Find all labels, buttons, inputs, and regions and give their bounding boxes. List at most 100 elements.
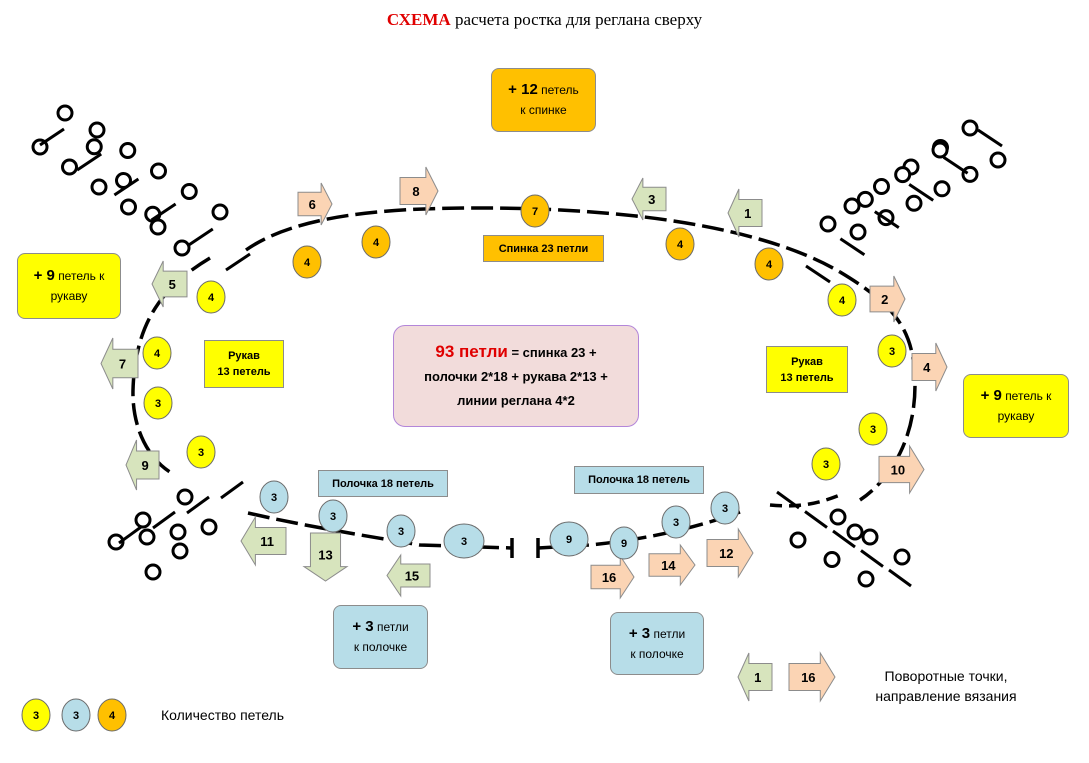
increase-right-front-text1: петли <box>653 626 686 641</box>
circle-shape <box>318 499 348 533</box>
increase-back-text2: к спинке <box>520 103 567 117</box>
increase-right-sleeve-text2: рукаву <box>997 409 1035 423</box>
arrow-shape <box>302 532 349 582</box>
legend-turning-label: Поворотные точки, направление вязания <box>858 666 1034 706</box>
circle-shape <box>811 447 841 481</box>
circle-label: 3 <box>330 511 336 523</box>
arrow-label: 2 <box>881 292 888 307</box>
arrow-shape <box>631 177 667 221</box>
label-left-sleeve-line2: 13 петель <box>217 366 271 378</box>
legend-count-label: Количество петель <box>161 707 285 723</box>
circle-label: 3 <box>73 710 79 722</box>
arrow-shape <box>727 188 763 238</box>
turning-arrow: 2 <box>869 275 906 323</box>
arrow-shape <box>706 527 754 579</box>
arrow-shape <box>911 342 948 392</box>
turning-arrow: 7 <box>100 337 139 390</box>
diagram-title: СХЕМА расчета ростка для реглана сверху <box>0 10 1089 30</box>
circle-label: 9 <box>621 538 627 550</box>
circle-label: 4 <box>208 292 215 304</box>
increase-back-box: + 12 петель к спинке <box>491 68 596 132</box>
turning-arrow: 4 <box>911 342 948 392</box>
increase-left-front-value: + 3 <box>352 618 374 635</box>
label-left-front-line1: Полочка 18 петель <box>332 477 434 490</box>
circle-shape <box>292 245 322 279</box>
arrow-shape <box>100 337 139 390</box>
circle-shape <box>259 480 289 514</box>
increase-right-sleeve-box: + 9 петель к рукаву <box>963 374 1069 438</box>
circle-label: 3 <box>33 710 39 722</box>
stitch-count-circle: 4 <box>196 280 226 314</box>
increase-right-sleeve-value: + 9 <box>980 387 1002 404</box>
circle-shape <box>877 334 907 368</box>
circle-shape <box>143 386 173 420</box>
circle-shape <box>520 194 550 228</box>
turning-arrow: 5 <box>151 260 188 308</box>
arrow-shape <box>125 439 160 491</box>
arrow-label: 6 <box>309 197 316 212</box>
arrow-label: 11 <box>260 534 274 549</box>
stitch-count-circle: 3 <box>386 514 416 548</box>
arrow-label: 8 <box>412 184 419 199</box>
circle-shape <box>754 247 784 281</box>
arrow-label: 4 <box>923 360 931 375</box>
circle-label: 3 <box>155 398 161 410</box>
stitch-count-circle: 3 <box>710 491 740 525</box>
title-accent: СХЕМА <box>386 10 451 29</box>
arrow-label: 13 <box>318 548 332 563</box>
arrow-label: 3 <box>648 192 655 207</box>
label-left-front: Полочка 18 петель <box>318 470 448 497</box>
circle-shape <box>361 225 391 259</box>
label-right-front: Полочка 18 петель <box>574 466 704 494</box>
arrow-label: 16 <box>602 570 616 585</box>
legend-turning-line2: направление вязания <box>875 688 1017 704</box>
arrow-shape <box>648 543 696 587</box>
legend-count-circle: 3 <box>61 698 91 732</box>
circle-shape <box>142 336 172 370</box>
stitch-count-circle: 4 <box>754 247 784 281</box>
arrow-label: 12 <box>719 546 733 561</box>
circle-label: 3 <box>889 346 895 358</box>
arrow-label: 15 <box>405 569 419 584</box>
label-back-line1: Спинка 23 петли <box>498 242 589 255</box>
increase-left-sleeve-box: + 9 петель к рукаву <box>17 253 121 319</box>
stitch-count-circle: 3 <box>186 435 216 469</box>
arrow-label: 1 <box>744 206 751 221</box>
turning-arrow: 1 <box>727 188 763 238</box>
circle-shape <box>710 491 740 525</box>
increase-right-sleeve-text1: петель к <box>1005 389 1052 403</box>
label-back: Спинка 23 петли <box>483 235 604 262</box>
arrow-label: 14 <box>661 558 676 573</box>
arrow-shape <box>297 182 333 226</box>
circle-shape <box>665 227 695 261</box>
circle-label: 3 <box>870 424 876 436</box>
increase-right-front-text2: к полочке <box>630 646 684 661</box>
stitch-count-circle: 4 <box>292 245 322 279</box>
arrow-shape <box>240 515 287 567</box>
total-count: 93 петли <box>435 341 508 361</box>
stitch-count-circle: 9 <box>549 521 589 557</box>
turning-arrow: 13 <box>302 532 349 582</box>
label-left-sleeve-line1: Рукав <box>228 350 260 362</box>
arrow-shape <box>151 260 188 308</box>
stitch-count-circle: 4 <box>142 336 172 370</box>
circle-label: 3 <box>722 503 728 515</box>
turning-arrow: 9 <box>125 439 160 491</box>
turning-arrow: 10 <box>878 444 925 495</box>
circle-shape <box>196 280 226 314</box>
circle-shape <box>386 514 416 548</box>
circle-label: 3 <box>198 447 204 459</box>
stitch-count-circle: 9 <box>609 526 639 560</box>
circle-shape <box>609 526 639 560</box>
increase-left-sleeve-value: + 9 <box>33 267 55 284</box>
stitch-count-circle: 3 <box>318 499 348 533</box>
total-formula-3: линии реглана 4*2 <box>457 392 575 408</box>
circle-label: 4 <box>677 239 684 251</box>
circle-label: 4 <box>109 710 116 722</box>
arrow-shape <box>869 275 906 323</box>
stitch-count-circle: 4 <box>665 227 695 261</box>
raglan-stitch-symbols <box>31 104 1007 588</box>
